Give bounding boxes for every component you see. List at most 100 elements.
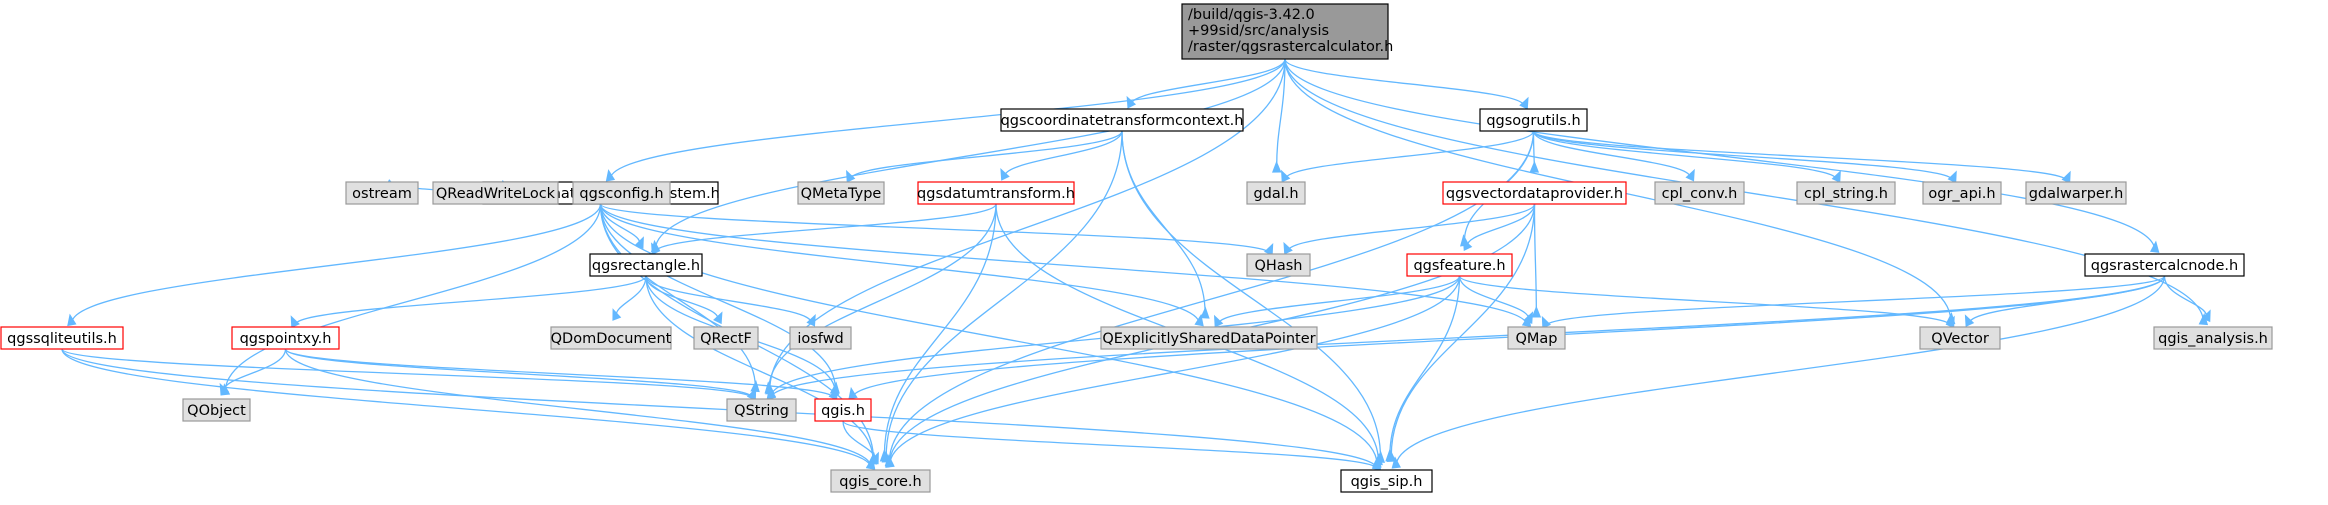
edge-qgsrect-to-qgspointxy: [290, 275, 647, 329]
node-box: [830, 469, 931, 493]
edge-arrowhead: [1385, 449, 1395, 462]
node-box: [2084, 253, 2245, 277]
edge-arrowhead: [713, 311, 723, 325]
node-qmap[interactable]: QMap: [1507, 326, 1566, 350]
node-box: [1406, 253, 1513, 277]
node-label: qgsogrutils.h: [1486, 113, 1580, 129]
edge-arrowhead: [290, 315, 300, 329]
edge-qgsrect-to-iosfwd: [645, 275, 816, 327]
node-label: /raster/qgsrastercalculator.h: [1188, 39, 1393, 55]
edge-qgsrcnode-to-qmap: [1541, 275, 2166, 329]
edge-arrowhead: [634, 236, 644, 249]
edge-qgsogr-to-cplconv: [1532, 130, 1695, 182]
edge-arrowhead: [828, 387, 838, 401]
node-qgisanalysis[interactable]: qgis_analysis.h: [2153, 326, 2273, 350]
node-box: [1922, 181, 2002, 205]
edge-arrowhead: [1945, 315, 1955, 329]
node-box: [0, 326, 124, 350]
node-box: [1654, 181, 1745, 205]
node-ostream[interactable]: ostream: [345, 181, 419, 205]
node-ograpi[interactable]: ogr_api.h: [1922, 181, 2002, 205]
node-box: [1442, 181, 1627, 205]
node-qgsfeature[interactable]: qgsfeature.h: [1406, 253, 1513, 277]
node-qrwlock[interactable]: QReadWriteLock: [432, 181, 559, 205]
edge-arrowhead: [1523, 311, 1534, 324]
node-iosfwd[interactable]: iosfwd: [789, 326, 852, 350]
node-qobject[interactable]: QObject: [182, 398, 251, 422]
edge-root-to-qgsrect: [650, 58, 1286, 253]
edge-arrowhead: [869, 451, 879, 465]
node-label: QRectF: [700, 331, 752, 347]
node-qgis[interactable]: qgis.h: [814, 398, 872, 422]
node-label: qgsdatumtransform.h: [917, 186, 1075, 202]
edge-arrowhead: [1519, 96, 1529, 110]
node-qhash[interactable]: QHash: [1246, 253, 1311, 277]
edge-qgsdatum-to-qgiscore: [879, 203, 997, 462]
edge-qgspointxy-to-qobject: [219, 348, 287, 396]
node-gdal[interactable]: gdal.h: [1246, 181, 1306, 205]
node-box: [693, 326, 759, 350]
node-box: [1796, 181, 1896, 205]
edge-qgsfeature-to-qexpl: [1213, 275, 1461, 328]
node-gdalwarper[interactable]: gdalwarper.h: [2025, 181, 2127, 205]
node-root[interactable]: /build/qgis-3.42.0+99sid/src/analysis/ra…: [1181, 3, 1393, 60]
node-qgissip[interactable]: qgis_sip.h: [1340, 469, 1433, 493]
edge-arrowhead: [67, 313, 77, 327]
node-label: qgssqliteutils.h: [7, 331, 117, 347]
node-label: qgspointxy.h: [240, 331, 332, 347]
edge-qgsvdp-to-qgsfeature: [1462, 203, 1536, 251]
edge-qgis-to-qgissip: [842, 420, 1382, 472]
node-box: [814, 398, 872, 422]
node-box: [789, 326, 852, 350]
node-qdomdoc[interactable]: QDomDocument: [550, 326, 672, 350]
node-cplconv[interactable]: cpl_conv.h: [1654, 181, 1745, 205]
node-qgssqlite[interactable]: qgssqliteutils.h: [0, 326, 124, 350]
node-qvector[interactable]: QVector: [1919, 326, 2001, 350]
node-qgsogr[interactable]: qgsogrutils.h: [1479, 108, 1588, 132]
node-label: /build/qgis-3.42.0: [1188, 7, 1315, 23]
edge-qgsrect-to-qrectf: [645, 275, 723, 325]
edge-qgsrcnode-to-qgisanalysis: [2163, 275, 2211, 323]
edge-arrowhead: [1529, 160, 1540, 173]
node-box: [1181, 3, 1389, 60]
node-label: qgscoordinatetransformcontext.h: [1001, 113, 1244, 129]
node-box: [1479, 108, 1588, 132]
node-label: iosfwd: [797, 331, 843, 347]
edge-qgsctc-to-qgsdatum: [1000, 130, 1123, 181]
node-qstring[interactable]: QString: [726, 398, 797, 422]
node-label: qgis_core.h: [839, 474, 921, 490]
edge-qgscrs-to-qhash: [599, 203, 1274, 256]
node-box: [1507, 326, 1566, 350]
edge-arrowhead: [885, 455, 895, 468]
edge-arrowhead: [766, 386, 777, 400]
node-qgsrcnode[interactable]: qgsrastercalcnode.h: [2084, 253, 2245, 277]
node-qgsctc[interactable]: qgscoordinatetransformcontext.h: [1000, 108, 1244, 132]
node-qmetatype[interactable]: QMetaType: [797, 181, 885, 205]
node-label: QObject: [187, 403, 246, 419]
node-qrectf[interactable]: QRectF: [693, 326, 759, 350]
edge-arrowhead: [219, 382, 230, 396]
edge-arrowhead: [1000, 168, 1010, 181]
edge-arrowhead: [1372, 458, 1382, 472]
node-box: [1919, 326, 2001, 350]
edge-arrowhead: [1126, 95, 1137, 109]
node-cplstring[interactable]: cpl_string.h: [1796, 181, 1896, 205]
edge-arrowhead: [605, 169, 616, 182]
edge-root-to-qgsrcnode: [1284, 58, 2160, 253]
node-qgsdatum[interactable]: qgsdatumtransform.h: [917, 181, 1075, 205]
node-label: qgsrectangle.h: [592, 258, 700, 274]
node-qgspointxy[interactable]: qgspointxy.h: [231, 326, 340, 350]
edge-qgscrs-to-qmap: [599, 203, 1532, 328]
node-qgsrect[interactable]: qgsrectangle.h: [589, 253, 703, 277]
node-box: [726, 398, 797, 422]
node-qexpl[interactable]: QExplicitlySharedDataPointer: [1100, 326, 1318, 350]
edge-arrowhead: [1462, 238, 1473, 251]
node-qgsconfig[interactable]: qgsconfig.h: [572, 181, 671, 205]
edge-arrowhead: [1531, 305, 1542, 318]
edge-qgis-to-qgiscore: [842, 420, 879, 465]
edge-qgsogr-to-gdalwarper: [1532, 130, 2071, 184]
node-qgiscore[interactable]: qgis_core.h: [830, 469, 931, 493]
node-box: [550, 326, 672, 350]
node-box: [1100, 326, 1318, 350]
node-qgsvdp[interactable]: qgsvectordataprovider.h: [1442, 181, 1627, 205]
